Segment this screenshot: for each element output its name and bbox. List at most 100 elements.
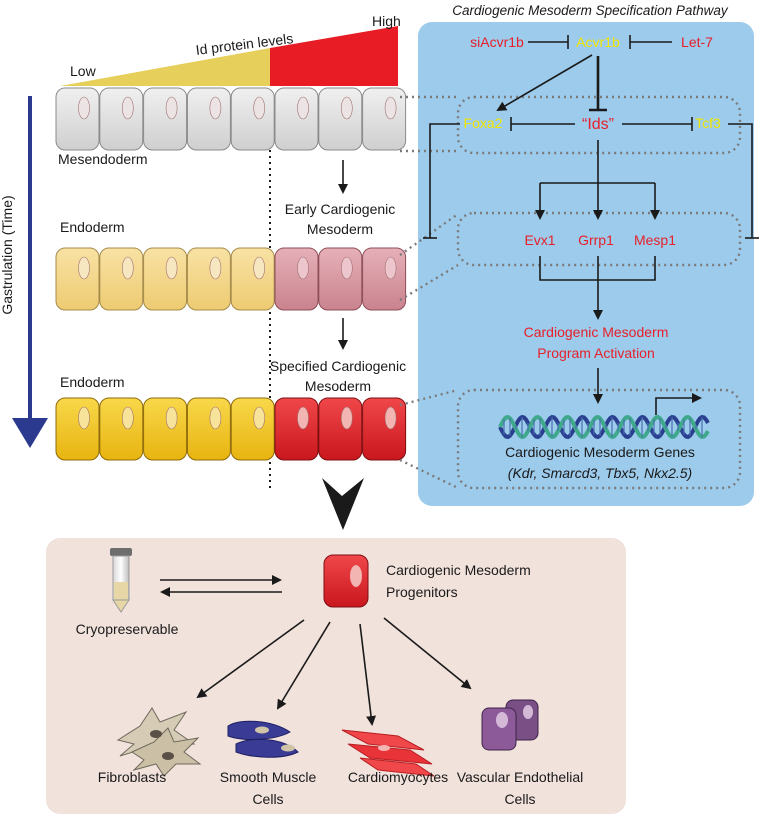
id-gradient-low — [60, 48, 270, 86]
cell — [230, 397, 275, 461]
cell — [99, 247, 144, 311]
pathway-connections — [423, 35, 759, 415]
cell-nucleus — [122, 256, 134, 280]
cell — [186, 87, 231, 151]
cell-nucleus — [209, 406, 222, 430]
cell-nucleus — [165, 406, 178, 430]
smooth-muscle-icon — [227, 720, 299, 758]
cell-nucleus — [122, 406, 134, 430]
progenitor-cell-icon — [323, 554, 369, 608]
node-tcf3: Tcf3 — [695, 115, 721, 131]
dotted-connectors — [399, 95, 459, 490]
label-early-cardio-1: Early Cardiogenic — [285, 201, 396, 217]
cell-nucleus — [122, 96, 134, 120]
cell-nucleus — [78, 256, 90, 280]
cell — [143, 247, 188, 311]
cell-nucleus — [297, 406, 309, 430]
cell — [230, 87, 275, 151]
cell-nucleus — [384, 256, 397, 280]
label-activation-1: Cardiogenic Mesoderm — [524, 324, 669, 340]
cell-nucleus — [253, 96, 266, 120]
pathway-title: Cardiogenic Mesoderm Specification Pathw… — [452, 3, 729, 18]
node-siacvr1b: siAcvr1b — [470, 34, 524, 50]
label-vascular-2: Cells — [504, 791, 535, 807]
label-early-cardio-2: Mesoderm — [307, 221, 373, 237]
label-smooth-muscle-1: Smooth Muscle — [220, 769, 317, 785]
cell-nucleus — [165, 256, 178, 280]
pathway-box-targets — [456, 211, 742, 267]
cell — [99, 397, 144, 461]
label-endoderm-2: Endoderm — [60, 374, 125, 390]
cell — [274, 87, 319, 151]
cell-nucleus — [78, 406, 90, 430]
cell — [274, 247, 319, 311]
node-foxa2: Foxa2 — [464, 115, 503, 131]
cell — [55, 247, 100, 311]
big-down-arrow — [322, 478, 364, 530]
fibroblast-icon — [116, 707, 202, 777]
row-mesendoderm — [55, 87, 407, 151]
label-genes-1: Cardiogenic Mesoderm Genes — [505, 444, 695, 460]
node-grrp1: Grrp1 — [578, 232, 614, 248]
cell-nucleus — [253, 256, 266, 280]
label-genes-2: (Kdr, Smarcd3, Tbx5, Nkx2.5) — [508, 465, 692, 481]
cell — [274, 397, 319, 461]
node-acvr1b: Acvr1b — [576, 34, 620, 50]
endothelial-cell-icon — [481, 699, 539, 751]
label-fibroblasts: Fibroblasts — [98, 769, 166, 785]
cell — [99, 87, 144, 151]
cell — [362, 397, 407, 461]
label-high: High — [372, 13, 401, 29]
cell — [186, 397, 231, 461]
cell — [230, 247, 275, 311]
cell — [318, 87, 363, 151]
label-specified-2: Mesoderm — [305, 378, 371, 394]
cell-nucleus — [340, 406, 353, 430]
label-activation-2: Program Activation — [537, 345, 655, 361]
label-specified-1: Specified Cardiogenic — [270, 358, 406, 374]
label-vascular-1: Vascular Endothelial — [457, 769, 584, 785]
label-low: Low — [70, 63, 97, 79]
row-specified — [55, 397, 407, 461]
cell-nucleus — [78, 96, 90, 120]
label-progenitors-1: Cardiogenic Mesoderm — [386, 562, 531, 578]
cell-nucleus — [165, 96, 178, 120]
pathway-box-genes — [456, 388, 742, 490]
cell-nucleus — [297, 256, 309, 280]
row-early — [55, 247, 407, 311]
cell-nucleus — [253, 406, 266, 430]
cell — [143, 397, 188, 461]
cryotube-icon — [110, 548, 132, 613]
cell — [318, 397, 363, 461]
label-smooth-muscle-2: Cells — [252, 791, 283, 807]
label-gastrulation-time: Gastrulation (Time) — [0, 195, 15, 314]
cell — [362, 247, 407, 311]
cell-rows — [55, 87, 407, 461]
label-cryopreservable: Cryopreservable — [76, 621, 179, 637]
cell — [55, 397, 100, 461]
cardiomyocyte-icon — [341, 729, 435, 777]
cell — [362, 87, 407, 151]
cell-nucleus — [297, 96, 309, 120]
node-mesp1: Mesp1 — [634, 232, 676, 248]
differentiation-arrows — [196, 617, 472, 726]
label-endoderm-1: Endoderm — [60, 219, 125, 235]
dna-helix — [498, 414, 710, 440]
cell — [55, 87, 100, 151]
cell-nucleus — [384, 96, 397, 120]
cell-nucleus — [340, 256, 353, 280]
cell-nucleus — [209, 96, 222, 120]
label-mesendoderm: Mesendoderm — [58, 151, 148, 167]
id-gradient-high — [270, 26, 398, 86]
cell-nucleus — [384, 406, 397, 430]
node-ids: “Ids” — [582, 116, 614, 133]
node-let7: Let-7 — [681, 34, 713, 50]
label-cardiomyocytes: Cardiomyocytes — [348, 769, 448, 785]
cell — [143, 87, 188, 151]
cell-nucleus — [209, 256, 222, 280]
time-arrow-head — [12, 418, 48, 448]
label-progenitors-2: Progenitors — [386, 584, 458, 600]
cell-nucleus — [340, 96, 353, 120]
